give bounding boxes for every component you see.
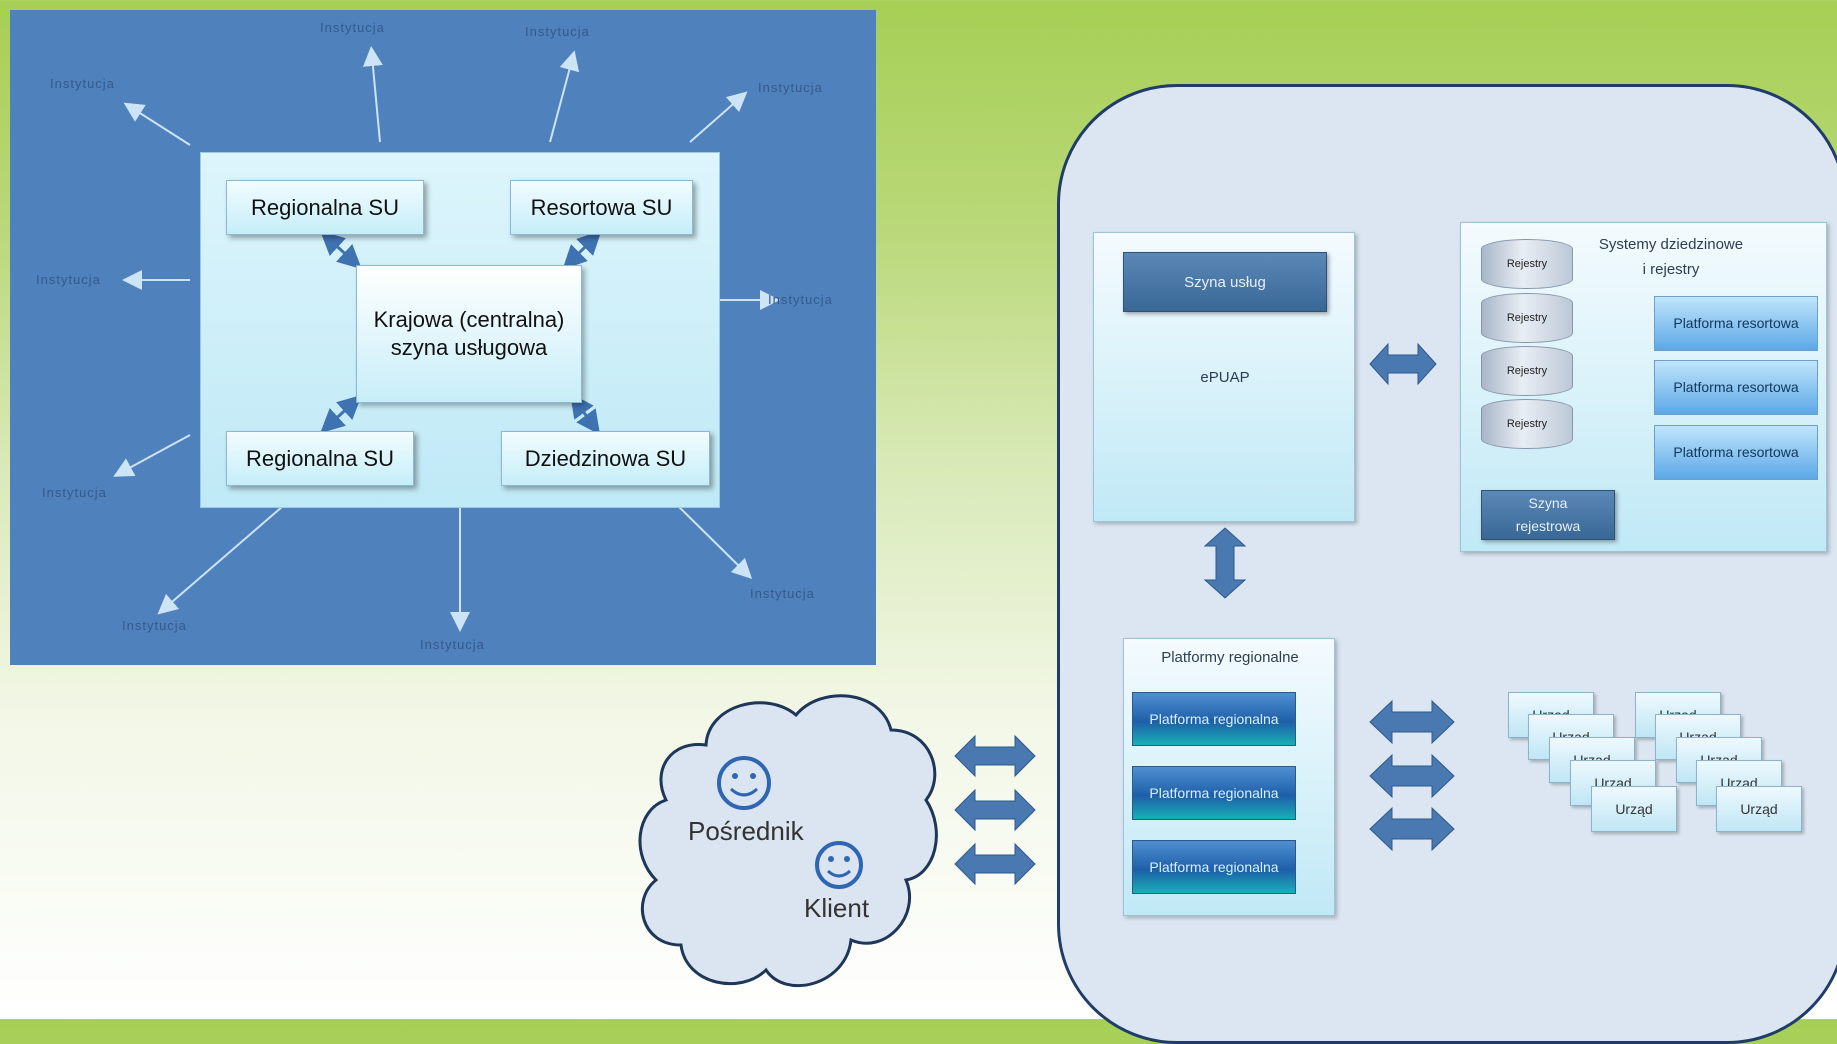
left-connectors [113, 46, 780, 632]
institution-label: Instytucja [122, 618, 187, 633]
double-arrow-icon [954, 734, 1036, 778]
central-service-bus-box: Krajowa (centralna) szyna usługowa [356, 265, 582, 403]
domain-systems-title-line1: Systemy dziedzinowe [1598, 236, 1744, 253]
client-cloud [638, 694, 938, 988]
cloud-shape [638, 694, 938, 988]
domain-systems-box: Systemy dziedzinowe i rejestry Rejestry … [1460, 222, 1827, 552]
intermediary-label: Pośrednik [688, 816, 804, 846]
domain-systems-title-line2: i rejestry [1642, 261, 1700, 278]
domain-systems-title: Systemy dziedzinowe i rejestry [1561, 232, 1781, 282]
client-label: Klient [804, 893, 870, 923]
connector-line [549, 50, 580, 143]
left-diagram-panel: Instytucja Instytucja Instytucja Instytu… [10, 10, 876, 665]
bus-link-arrow [562, 230, 602, 270]
register-label: Rejestry [1506, 365, 1548, 377]
office-card-front: Urząd [1716, 786, 1802, 832]
bus-link-arrow [320, 230, 362, 270]
bus-link-arrow [569, 393, 601, 435]
regional-su-box-bottom: Regionalna SU [226, 431, 414, 486]
domain-su-box: Dziedzinowa SU [501, 431, 710, 486]
smiley-face-icon [717, 756, 771, 810]
regional-platforms-box: Platformy regionalne Platforma regionaln… [1123, 638, 1335, 916]
department-platform-button: Platforma resortowa [1654, 360, 1818, 415]
institution-label: Instytucja [320, 20, 385, 35]
institution-label: Instytucja [768, 292, 833, 307]
departmental-su-box: Resortowa SU [510, 180, 693, 235]
regional-platform-button: Platforma regionalna [1132, 692, 1296, 746]
institution-label: Instytucja [758, 80, 823, 95]
smiley-face-icon [815, 841, 863, 889]
service-bus-button: Szyna usług [1123, 252, 1327, 312]
register-label: Rejestry [1506, 258, 1548, 270]
database-cylinder-icon: Rejestry [1481, 239, 1573, 289]
department-platform-button: Platforma resortowa [1654, 296, 1818, 351]
connector-line [123, 102, 191, 146]
epuap-domain-arrow [1369, 342, 1437, 386]
regional-platform-button: Platforma regionalna [1132, 766, 1296, 820]
office-label: Urząd [1615, 801, 1653, 817]
double-arrow-icon [1369, 342, 1437, 386]
regional-platform-button: Platforma regionalna [1132, 840, 1296, 894]
bus-arrows [320, 230, 602, 435]
institution-label: Instytucja [420, 637, 485, 652]
double-arrow-icon [954, 842, 1036, 886]
regional-office-arrows [1369, 699, 1455, 852]
regional-platforms-title: Platformy regionalne [1161, 649, 1299, 666]
connector-line [113, 434, 191, 477]
institution-label: Instytucja [525, 24, 590, 39]
institution-label: Instytucja [36, 272, 101, 287]
connector-line [689, 91, 748, 143]
office-card-front: Urząd [1591, 786, 1677, 832]
epuap-regional-arrow [1203, 527, 1247, 599]
service-bus-area: Regionalna SU Resortowa SU Krajowa (cent… [200, 152, 720, 508]
connector-line [362, 46, 383, 143]
office-label: Urząd [1740, 801, 1778, 817]
double-arrow-icon [1369, 699, 1455, 745]
register-label: Rejestry [1506, 418, 1548, 430]
regional-su-box-top: Regionalna SU [226, 180, 424, 235]
institution-label: Instytucja [50, 76, 115, 91]
database-cylinder-icon: Rejestry [1481, 399, 1573, 449]
register-label: Rejestry [1506, 312, 1548, 324]
bus-link-arrow [320, 394, 362, 434]
epuap-label: ePUAP [1200, 369, 1250, 386]
connector-line [157, 499, 291, 615]
epuap-box: Szyna usług ePUAP [1093, 232, 1355, 522]
database-cylinder-icon: Rejestry [1481, 346, 1573, 396]
register-bus-button: Szyna rejestrowa [1481, 490, 1615, 540]
double-arrow-icon [1203, 527, 1247, 599]
connector-line [669, 497, 753, 580]
institution-label: Instytucja [750, 586, 815, 601]
cloud-platform-arrows [954, 734, 1036, 886]
database-cylinder-icon: Rejestry [1481, 293, 1573, 343]
institution-label: Instytucja [42, 485, 107, 500]
double-arrow-icon [954, 788, 1036, 832]
department-platform-button: Platforma resortowa [1654, 425, 1818, 480]
double-arrow-icon [1369, 806, 1455, 852]
double-arrow-icon [1369, 753, 1455, 799]
